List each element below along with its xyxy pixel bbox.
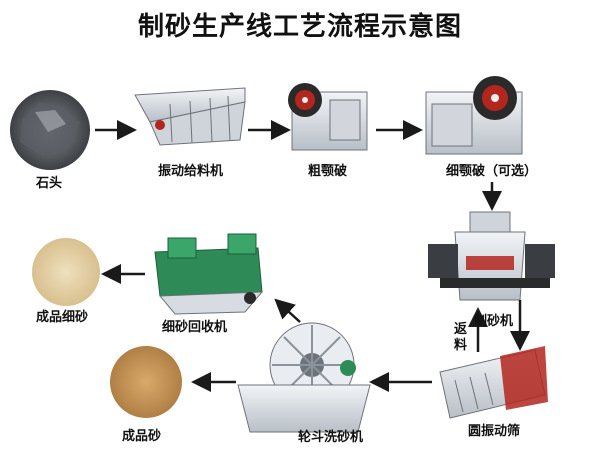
fine-sand-recycler-label: 细砂回收机 [162, 320, 228, 335]
bucket-sand-washer-image [237, 322, 371, 433]
vibrating-feeder-image [134, 87, 246, 146]
vibrating-feeder-label: 振动给料机 [158, 164, 224, 179]
stone-image [10, 90, 90, 170]
bucket-sand-washer-label: 轮斗洗砂机 [298, 430, 364, 445]
finished-sand-label: 成品砂 [122, 429, 162, 444]
coarse-jaw-crusher-image [288, 83, 368, 151]
fine-finished-sand-label: 成品细砂 [36, 310, 89, 325]
circular-vibrating-screen-image [439, 346, 548, 419]
stone-label: 石头 [36, 176, 63, 191]
sand-making-machine-label: 制砂机 [474, 314, 514, 329]
fine-jaw-crusher-label: 细颚破（可选） [446, 164, 538, 179]
fine-finished-sand-image [32, 238, 100, 306]
diagram-title: 制砂生产线工艺流程示意图 [137, 12, 462, 42]
finished-sand-image [110, 346, 182, 418]
circular-vibrating-screen-label: 圆振动筛 [468, 424, 521, 439]
sand-making-machine-image [428, 211, 555, 301]
fine-sand-recycler-image [154, 233, 264, 315]
arrow-washer-to-recycler [274, 298, 301, 323]
fine-jaw-crusher-image [425, 76, 523, 155]
coarse-jaw-crusher-label: 粗颚破 [308, 164, 348, 179]
return-material-label: 返料 [454, 322, 468, 353]
